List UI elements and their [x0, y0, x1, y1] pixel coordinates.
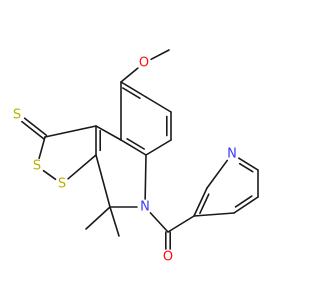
bond-a7-a8	[95, 125, 122, 141]
bond-a2-a3	[120, 81, 147, 98]
bond-a5-a6	[145, 139, 172, 156]
bond-a8-a11	[44, 125, 97, 138]
bond-a13-a9	[67, 154, 97, 180]
bond-a11-a10-b	[21, 120, 45, 140]
bond-a0-a1	[150, 49, 170, 61]
bond-a25-a20	[193, 212, 235, 217]
atom-label-s-a13: S	[58, 177, 66, 192]
bond-a6-a7-inner	[126, 138, 145, 150]
atom-label-n-a22: N	[227, 147, 237, 162]
bond-a9-a14	[95, 154, 111, 208]
bond-layer	[21, 49, 259, 250]
bond-a11-a10-a	[23, 117, 48, 137]
bond-a2-a3-inner	[122, 87, 141, 99]
bond-a17-a18	[149, 212, 169, 233]
bond-a6-a7	[120, 139, 147, 156]
bond-a24-a25	[233, 196, 259, 214]
atom-label-s-a10: S	[13, 108, 21, 123]
atom-label-layer: O S S S N O N	[13, 56, 237, 265]
atom-label-n-a17: N	[140, 200, 150, 215]
bond-a12-a13	[42, 169, 57, 181]
bond-a21-a22	[206, 159, 229, 189]
atom-label-o-a19: O	[163, 250, 173, 265]
bond-a24-a25-inner	[234, 195, 253, 208]
bond-a20-a21-inner	[199, 193, 210, 215]
bond-a22-a23	[238, 157, 259, 171]
bond-a14-a15	[85, 206, 111, 230]
bond-a14-a16	[109, 206, 120, 237]
bond-a18-a20	[167, 215, 195, 233]
bond-a3-a4	[145, 96, 172, 113]
bond-a22-a23-inner	[238, 162, 254, 173]
atom-label-o-a1: O	[139, 56, 149, 71]
atom-label-s-a12: S	[33, 159, 41, 174]
bond-a1-a2	[120, 67, 139, 83]
bond-a20-a21	[193, 187, 208, 217]
bond-a17-a6	[144, 154, 147, 200]
molecule-structure: O S S S N O N	[13, 49, 259, 265]
bond-a11-a10	[23, 120, 45, 137]
bond-a11-a12	[38, 136, 46, 160]
